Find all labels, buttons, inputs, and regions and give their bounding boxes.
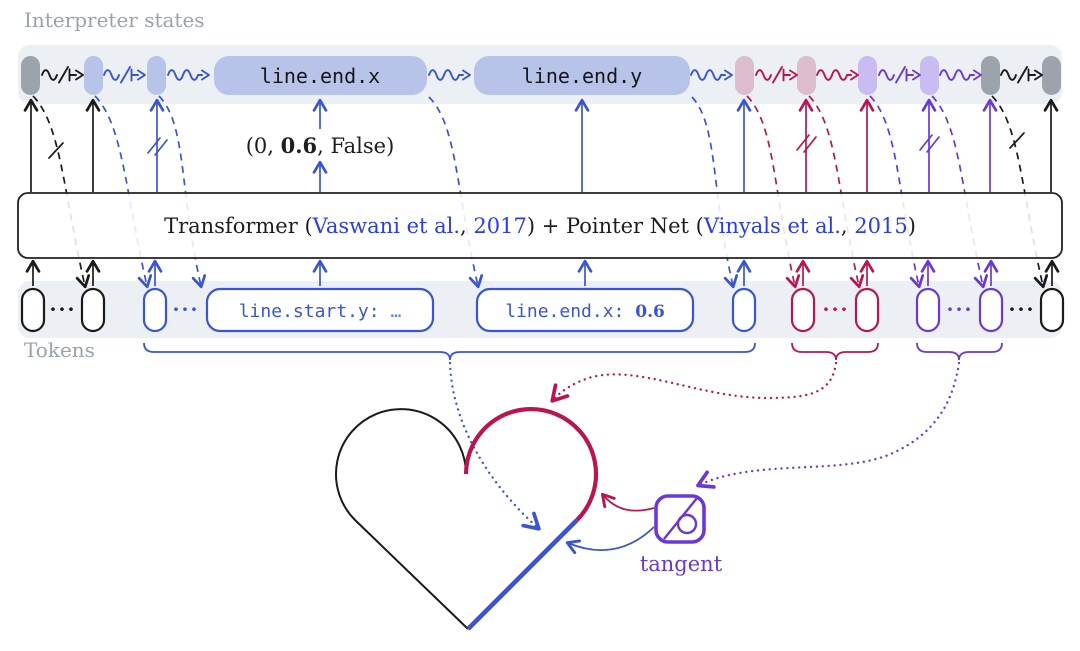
wavy-arrow xyxy=(167,69,210,81)
token-pill-red xyxy=(790,287,816,333)
heart-black-segment xyxy=(335,408,469,630)
tangent-annotation: tangent xyxy=(565,492,723,576)
token-pill-black xyxy=(20,287,46,333)
token-box-line-end-x xyxy=(475,287,695,333)
token-box-line-end-x-label: line.end.x: 0.6 xyxy=(505,301,665,322)
ellipsis: ··· xyxy=(823,297,850,321)
token-input-arrows xyxy=(25,259,1060,286)
wavy-slash-arrow xyxy=(1000,66,1043,84)
wavy-slash-arrow xyxy=(103,66,146,84)
model-box-title: Transformer (Vaswani et al., 2017) + Poi… xyxy=(164,214,916,238)
state-pill-line-end-y xyxy=(474,56,690,95)
token-pill-blue xyxy=(731,287,757,333)
tokens-label: Tokens xyxy=(24,338,95,362)
ellipsis: ··· xyxy=(947,297,974,321)
state-pill-line-end-x xyxy=(214,56,427,95)
token-pill-purple xyxy=(978,287,1004,333)
purple-dotted-arrow xyxy=(696,361,961,489)
wavy-arrow xyxy=(690,69,733,81)
state-pill-blue xyxy=(147,56,166,95)
wavy-slash-arrow xyxy=(41,66,84,84)
state-pill-purple xyxy=(920,56,939,95)
ellipsis: ··· xyxy=(173,297,200,321)
state-output-arrows xyxy=(23,98,1059,192)
tangent-to-line-arrow xyxy=(565,526,655,555)
token-pill-blue xyxy=(142,287,168,333)
model-box xyxy=(17,192,1063,259)
wavy-arrow xyxy=(816,69,859,81)
state-pill-pink xyxy=(735,56,754,95)
token-box-line-start-y xyxy=(205,287,435,333)
ellipsis: ··· xyxy=(1009,297,1036,321)
state-pill-line-end-x-label: line.end.x xyxy=(260,64,380,88)
heart-blue-line xyxy=(466,518,579,631)
token-pill-red xyxy=(854,287,880,333)
wavy-arrow xyxy=(939,69,982,81)
blue-group-brace xyxy=(143,342,756,361)
heart-red-arc xyxy=(463,406,599,522)
wavy-slash-arrow xyxy=(755,66,798,84)
red-dotted-arrow xyxy=(550,361,838,403)
interpreter-states-label: Interpreter states xyxy=(24,8,205,32)
tangent-label: tangent xyxy=(640,552,723,576)
token-pill-purple xyxy=(915,287,941,333)
purple-group-brace xyxy=(916,342,1003,361)
stop-slash-mark xyxy=(48,142,64,159)
token-box-line-start-y-label: line.start.y: … xyxy=(239,301,402,322)
stop-gradient-marks xyxy=(147,134,940,156)
ellipsis: ··· xyxy=(50,297,77,321)
state-pill-gray xyxy=(1042,56,1061,95)
pointer-curve xyxy=(158,95,207,289)
state-pill-gray xyxy=(981,56,1000,95)
token-group-braces xyxy=(143,342,1003,361)
token-pill-black xyxy=(1039,287,1065,333)
interpreter-state-pills: line.end.x line.end.y xyxy=(21,56,1061,95)
pointer-curve xyxy=(691,96,739,289)
state-pill-blue xyxy=(84,56,103,95)
heart-drawing xyxy=(335,406,599,631)
token-pill-black xyxy=(80,287,106,333)
state-pill-line-end-y-label: line.end.y xyxy=(522,64,642,88)
tangent-to-arc-arrow xyxy=(600,492,655,512)
tangent-icon-line xyxy=(663,497,698,540)
tangent-icon-circle xyxy=(676,513,698,535)
stop-slash-mark xyxy=(1009,132,1025,149)
state-pill-pink xyxy=(797,56,816,95)
red-group-brace xyxy=(791,342,879,361)
state-transition-arrows xyxy=(41,66,1043,84)
state-pill-gray xyxy=(21,56,40,95)
decoded-value: (0, 0.6, False) xyxy=(246,133,395,158)
blue-dotted-arrow xyxy=(448,361,541,531)
state-pill-purple xyxy=(858,56,877,95)
group-to-drawing-arrows xyxy=(448,361,961,531)
token-row: ··· ··· line.start.y: … line.end.x: 0.6 … xyxy=(20,287,1065,333)
wavy-slash-arrow xyxy=(878,66,921,84)
wavy-arrow xyxy=(428,69,471,81)
